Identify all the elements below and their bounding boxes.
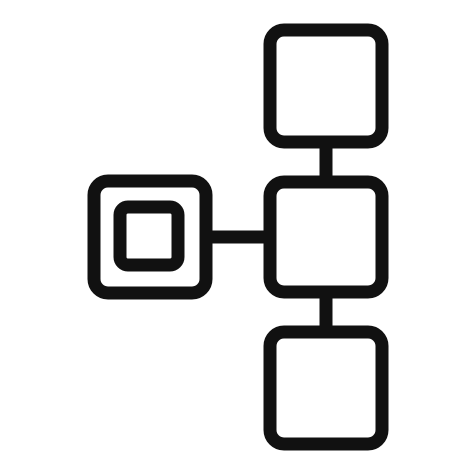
middle-node-box	[263, 175, 389, 299]
left-node-inner-box	[113, 200, 185, 272]
bottom-node-box	[263, 325, 389, 451]
top-node-box	[263, 23, 389, 149]
left-node-outer-box	[87, 174, 213, 300]
